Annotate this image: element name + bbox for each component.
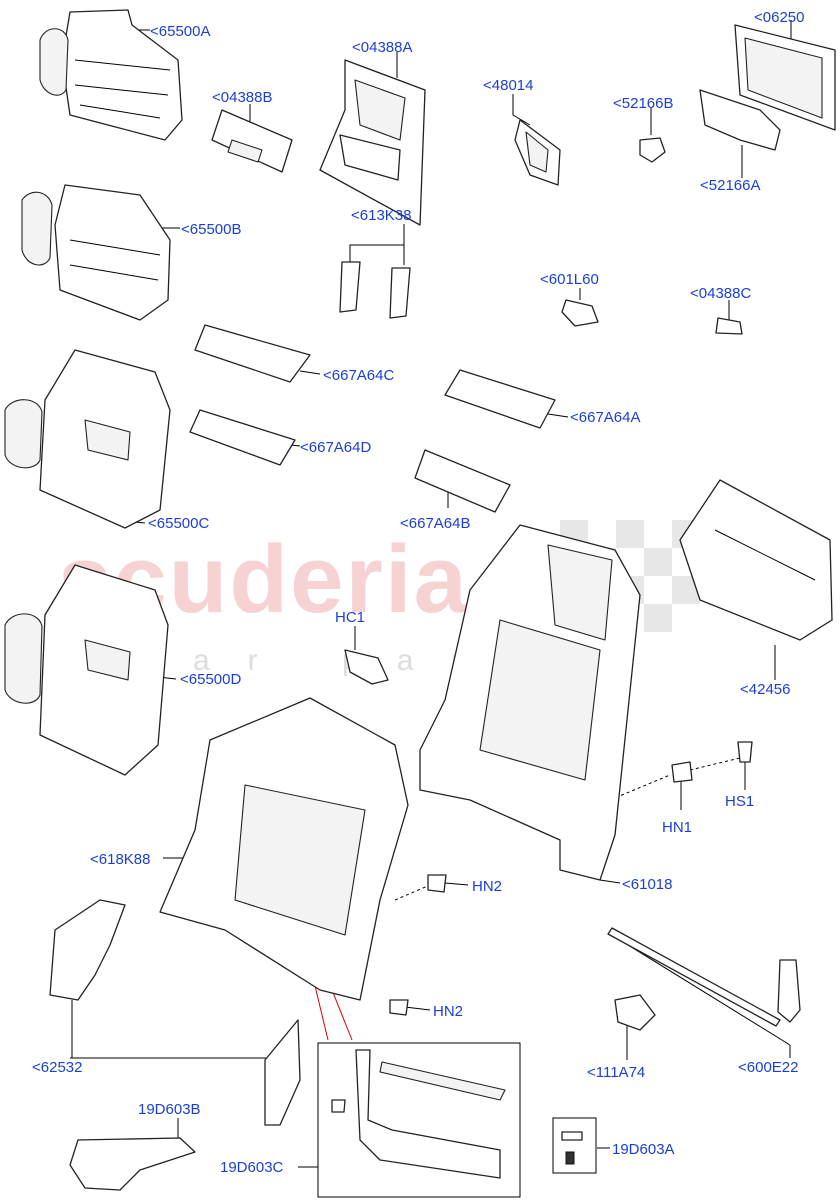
label-600E22: <600E22	[738, 1059, 798, 1076]
label-667A64A: <667A64A	[570, 409, 640, 426]
part-667A64C-trim	[195, 325, 310, 382]
label-04388C: <04388C	[690, 285, 751, 302]
label-65500A: <65500A	[150, 23, 210, 40]
detail-19d603a-box	[553, 1118, 596, 1173]
part-04388B-bracket	[212, 110, 292, 172]
part-04388A-panel	[320, 60, 425, 225]
part-667A64A-switch-bezel	[445, 370, 555, 428]
label-613K38: <613K38	[351, 207, 411, 224]
label-601L60: <601L60	[540, 271, 599, 288]
part-62532-cover	[50, 900, 125, 1000]
part-111A74-clip	[615, 995, 655, 1030]
label-HN2-b: HN2	[433, 1003, 463, 1020]
part-HS1-screw	[738, 742, 752, 762]
part-04388C-clip	[716, 318, 742, 334]
label-HN2-a: HN2	[472, 878, 502, 895]
label-65500C: <65500C	[148, 515, 209, 532]
part-42456-back-panel	[680, 480, 832, 640]
label-52166A: <52166A	[700, 177, 760, 194]
label-61018: <61018	[622, 876, 672, 893]
label-HC1: HC1	[335, 609, 365, 626]
label-667A64D: <667A64D	[300, 439, 371, 456]
part-601L60-clip	[562, 300, 598, 326]
label-667A64C: <667A64C	[323, 367, 394, 384]
label-618K88: <618K88	[90, 851, 150, 868]
part-HN1-nut	[672, 762, 692, 782]
part-667A64D-trim	[190, 410, 295, 465]
part-65500B-seat-back-assembly	[22, 185, 170, 320]
label-HS1: HS1	[725, 793, 754, 810]
label-19D603B: 19D603B	[138, 1101, 201, 1118]
part-618K88-frame	[160, 698, 408, 1000]
part-65500D-seat-back-frame	[5, 565, 168, 775]
part-613K38-guide-pins	[340, 262, 410, 318]
part-19D603B-motor	[70, 1138, 195, 1190]
label-48014: <48014	[483, 77, 533, 94]
part-HN2-nut-b	[390, 1000, 408, 1015]
detail-inset-mechanism	[332, 1050, 505, 1178]
label-65500B: <65500B	[181, 221, 241, 238]
part-HN2-nut-a	[428, 875, 446, 892]
label-52166B: <52166B	[613, 95, 673, 112]
label-19D603C: 19D603C	[220, 1159, 284, 1176]
label-667A64B: <667A64B	[400, 515, 470, 532]
label-HN1: HN1	[662, 819, 692, 836]
part-52166B-clip	[640, 138, 665, 162]
label-04388B: <04388B	[212, 89, 272, 106]
label-42456: <42456	[740, 681, 790, 698]
part-19D603A-screw	[562, 1132, 582, 1164]
label-19D603A: 19D603A	[612, 1141, 675, 1158]
label-06250: <06250	[754, 9, 804, 26]
label-111A74: <111A74	[587, 1064, 645, 1081]
part-48014-trim	[515, 120, 560, 185]
part-19D603C-mechanism	[265, 1020, 300, 1125]
label-65500D: <65500D	[180, 671, 241, 688]
part-65500C-seat-back-frame	[5, 350, 170, 528]
label-62532: <62532	[32, 1059, 82, 1076]
label-04388A: <04388A	[352, 39, 412, 56]
part-667A64B-switch-bezel	[415, 450, 510, 512]
